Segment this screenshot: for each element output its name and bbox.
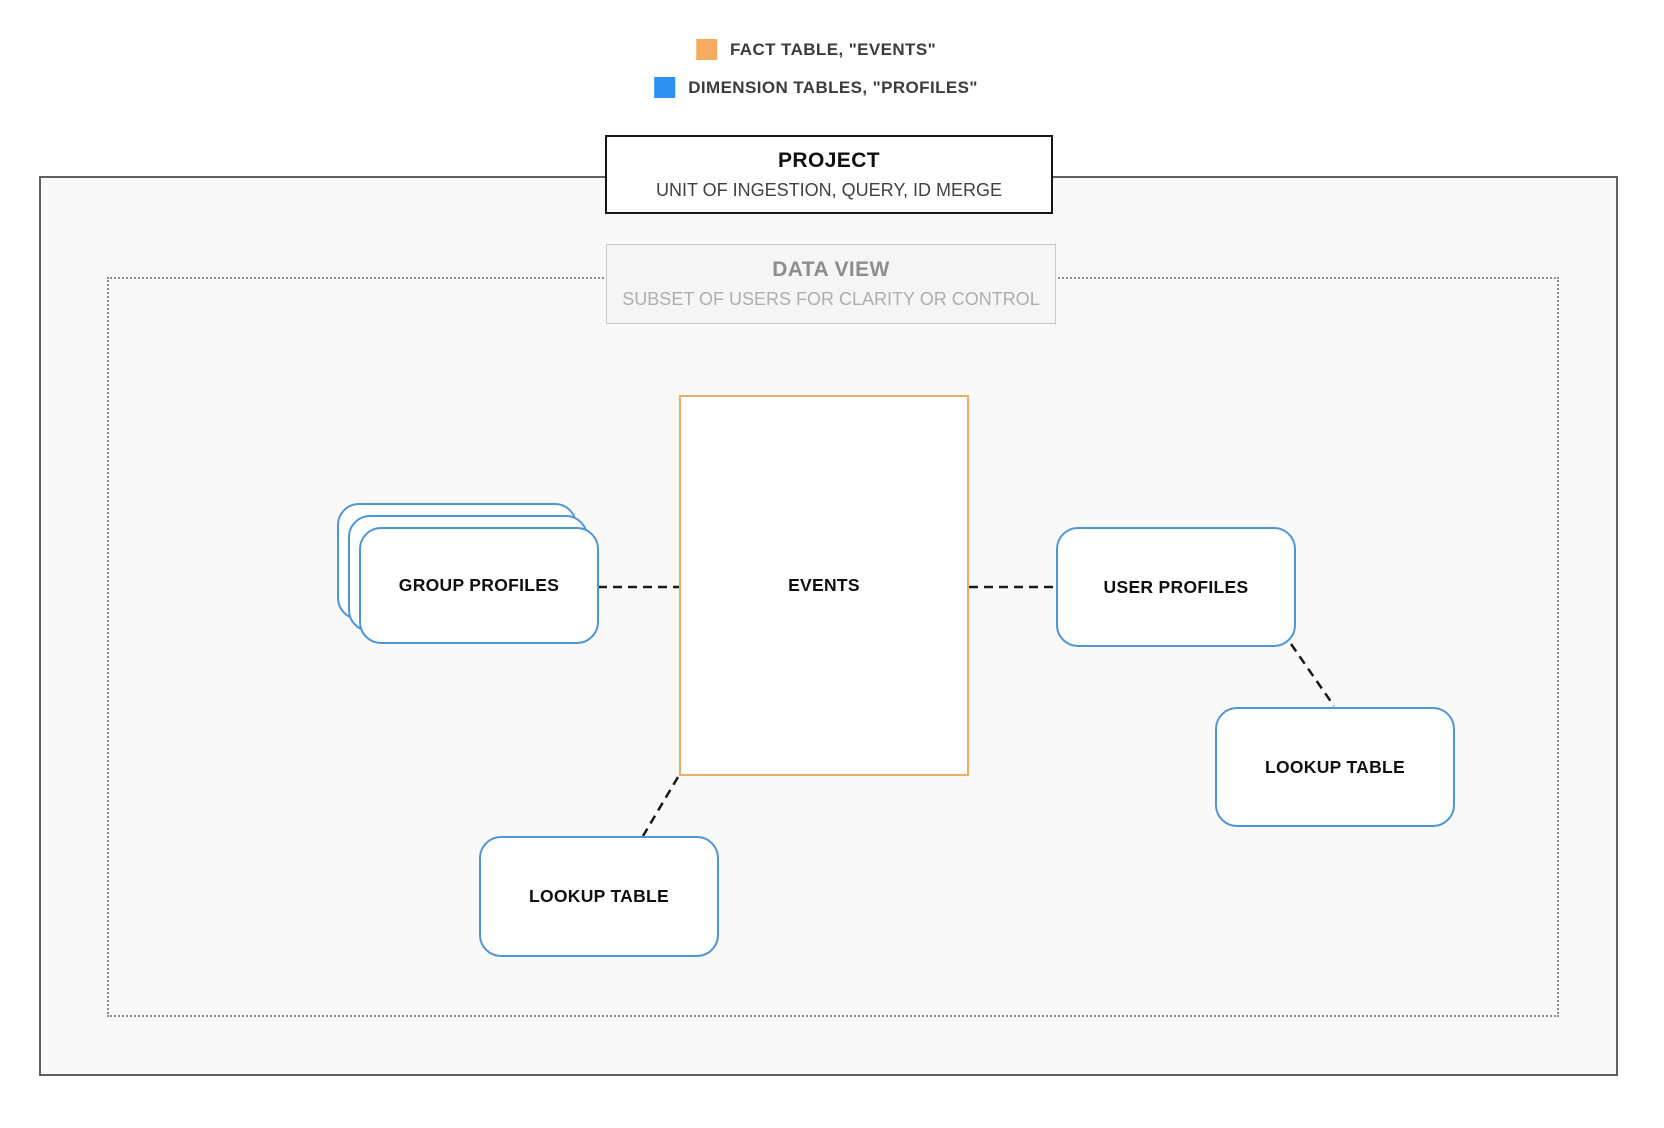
legend-item-dimension-tables: DIMENSION TABLES, "PROFILES" xyxy=(654,77,978,98)
lookup-table-left-label: LOOKUP TABLE xyxy=(528,886,670,906)
legend-label-fact-table: FACT TABLE, "EVENTS" xyxy=(729,39,937,59)
legend-label-dimension-tables: DIMENSION TABLES, "PROFILES" xyxy=(688,77,978,97)
legend: FACT TABLE, "EVENTS" DIMENSION TABLES, "… xyxy=(654,39,978,98)
events-label: EVENTS xyxy=(788,575,860,595)
data-view-title: DATA VIEW xyxy=(772,258,890,281)
lookup-table-right-label: LOOKUP TABLE xyxy=(1264,756,1406,777)
legend-item-fact-table: FACT TABLE, "EVENTS" xyxy=(695,39,937,60)
fact-table-color-swatch-icon xyxy=(695,39,717,60)
project-subtitle: UNIT OF INGESTION, QUERY, ID MERGE xyxy=(655,179,1003,200)
dimension-tables-color-swatch-icon xyxy=(654,77,676,98)
node-group-profiles: GROUP PROFILES xyxy=(359,527,599,644)
project-label-box: PROJECT UNIT OF INGESTION, QUERY, ID MER… xyxy=(605,135,1053,214)
data-view-label-box: DATA VIEW SUBSET OF USERS FOR CLARITY OR… xyxy=(606,244,1056,324)
node-lookup-table-left: LOOKUP TABLE xyxy=(479,836,719,957)
project-title: PROJECT xyxy=(778,148,880,172)
node-user-profiles: USER PROFILES xyxy=(1056,527,1296,647)
data-view-subtitle: SUBSET OF USERS FOR CLARITY OR CONTROL xyxy=(622,289,1040,309)
user-profiles-label: USER PROFILES xyxy=(1103,576,1249,597)
group-profiles-label: GROUP PROFILES xyxy=(398,575,560,595)
node-events: EVENTS xyxy=(679,395,969,776)
node-lookup-table-right: LOOKUP TABLE xyxy=(1215,707,1455,827)
